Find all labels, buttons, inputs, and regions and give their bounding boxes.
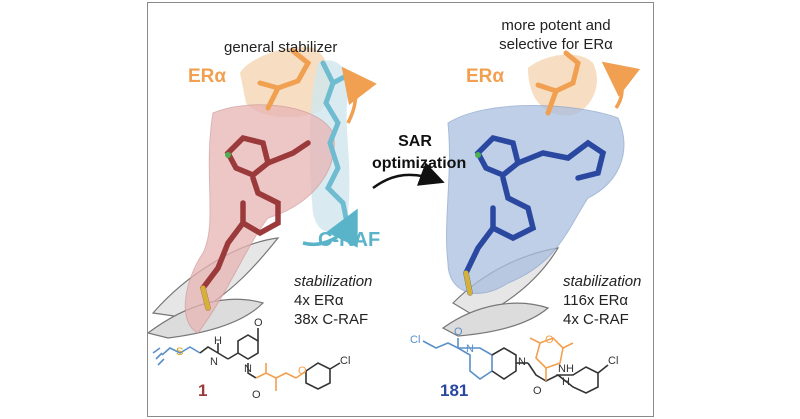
left-craf-label: C-RAF xyxy=(318,229,381,251)
left-craf-arrow xyxy=(302,208,358,248)
sar-label: SAR optimization xyxy=(372,131,467,175)
c1-atom-o3: O xyxy=(298,365,307,377)
c1-atom-n2: N xyxy=(244,363,252,375)
left-protein-complex xyxy=(148,47,377,339)
compound-181-structure xyxy=(422,337,609,394)
right-era-arrow xyxy=(601,61,641,109)
right-header-line1: more potent and xyxy=(501,17,611,34)
left-compound-surface xyxy=(184,104,335,334)
c1-atom-o1: O xyxy=(254,317,263,329)
right-protein-complex xyxy=(441,50,641,337)
left-stabilization-title: stabilization xyxy=(294,273,373,290)
right-era-label: ERα xyxy=(466,66,505,87)
c181-atom-o2: O xyxy=(545,334,554,346)
left-header: general stabilizer xyxy=(224,39,338,56)
c181-atom-h: H xyxy=(562,376,570,388)
c181-atom-n1: N xyxy=(466,343,474,355)
left-fold-era: 4x ERα xyxy=(294,292,344,309)
left-era-label: ERα xyxy=(188,66,227,87)
right-fold-craf: 4x C-RAF xyxy=(563,311,629,328)
sar-label-line1: SAR xyxy=(398,133,432,150)
c1-atom-nh: H xyxy=(214,335,222,347)
right-fold-era: 116x ERα xyxy=(563,292,629,309)
c181-atom-n2: N xyxy=(518,356,526,368)
c181-atom-cl2: Cl xyxy=(608,355,619,367)
compound-1-structure xyxy=(152,328,341,391)
c181-atom-nh: NH xyxy=(558,363,574,375)
c1-atom-cl: Cl xyxy=(340,355,351,367)
right-era-surface xyxy=(528,54,597,116)
c181-atom-cl1: Cl xyxy=(410,334,421,346)
right-header-line2: selective for ERα xyxy=(499,36,613,53)
right-compound-surface xyxy=(446,105,625,294)
compound-181-number: 181 xyxy=(440,381,469,400)
right-header: more potent and selective for ERα xyxy=(476,16,636,54)
right-stabilization-title: stabilization xyxy=(563,273,642,290)
sar-arrow xyxy=(372,162,445,190)
c181-atom-o3: O xyxy=(533,385,542,397)
left-era-arrow xyxy=(341,66,377,124)
c181-atom-o1: O xyxy=(454,326,463,338)
c1-atom-s: S xyxy=(176,346,184,358)
c1-atom-o2: O xyxy=(252,389,261,401)
c1-atom-n1: N xyxy=(210,356,218,368)
figure-graphics xyxy=(148,47,641,394)
compound-1-number: 1 xyxy=(198,381,208,400)
sar-label-line2: optimization xyxy=(372,155,467,172)
figure-panel: general stabilizer ERα C-RAF stabilizati… xyxy=(147,2,654,417)
left-fold-craf: 38x C-RAF xyxy=(294,311,369,328)
